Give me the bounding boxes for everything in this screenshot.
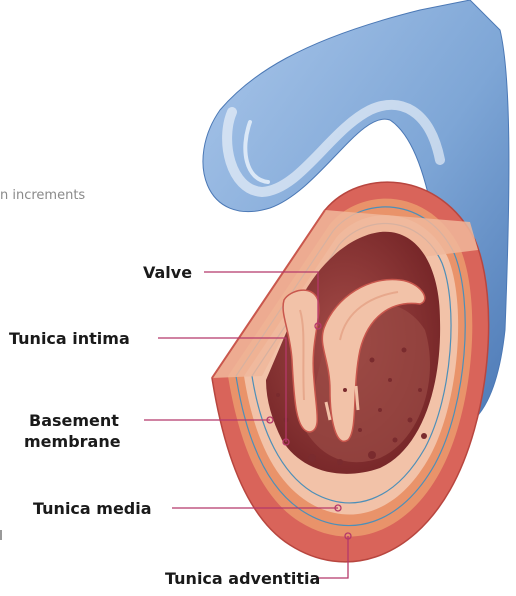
cropped-fragment-mark — [0, 530, 8, 540]
label-valve: Valve — [143, 263, 192, 282]
label-tunica-adventitia: Tunica adventitia — [165, 569, 320, 588]
cropped-fragment-text: n increments — [0, 188, 85, 203]
label-basement: Basement — [29, 411, 119, 430]
label-membrane: membrane — [24, 432, 121, 451]
label-tunica-media: Tunica media — [33, 499, 152, 518]
label-tunica-intima: Tunica intima — [9, 329, 130, 348]
